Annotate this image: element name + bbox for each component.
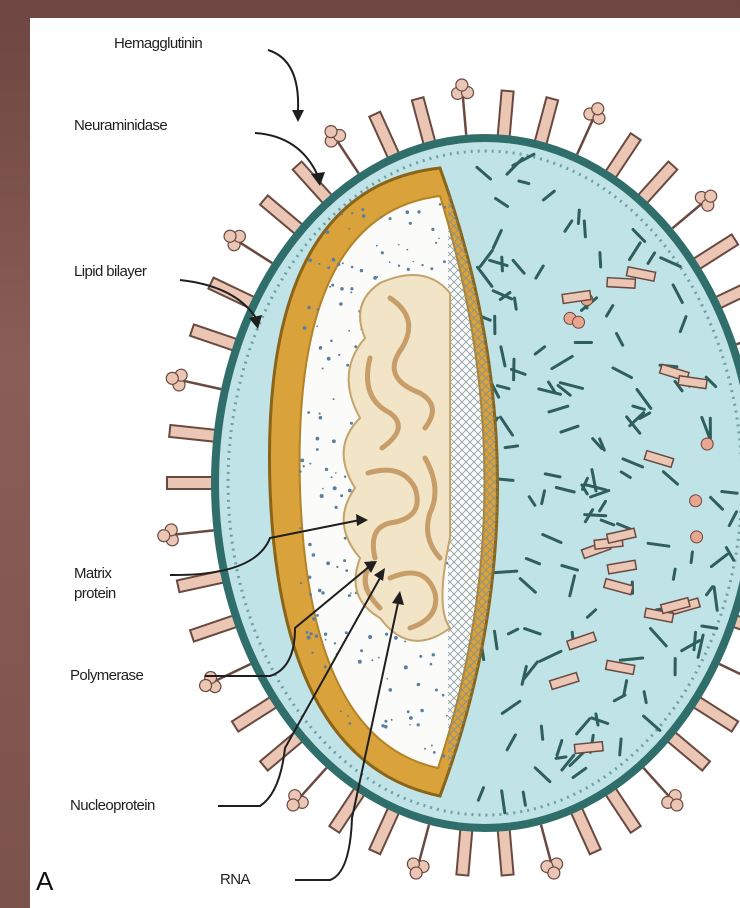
hemagglutinin-spike: [635, 760, 689, 816]
neuraminidase-spike: [535, 97, 558, 145]
neuraminidase-spike: [369, 807, 399, 854]
neuraminidase-spike: [293, 161, 333, 203]
neuraminidase-spike: [412, 97, 435, 145]
neuraminidase-spike: [208, 278, 255, 309]
label-hemagglutinin: Hemagglutinin: [114, 35, 202, 52]
hemagglutinin-spike: [319, 121, 368, 180]
label-matrix-line1: Matrix: [74, 565, 112, 582]
neuraminidase-spike: [169, 425, 216, 442]
hemagglutinin-spike: [164, 366, 223, 400]
label-rna: RNA: [220, 871, 250, 888]
neuraminidase-spike: [369, 112, 399, 159]
hemagglutinin-spike: [219, 224, 278, 273]
neuraminidase-spike: [498, 90, 514, 137]
label-polymerase: Polymerase: [70, 667, 143, 684]
neuraminidase-spike: [605, 788, 640, 833]
hemagglutinin-spike: [281, 760, 335, 816]
neuraminidase-spike: [571, 807, 601, 854]
neuraminidase-spike: [667, 732, 710, 771]
hemagglutinin-spike: [665, 184, 722, 237]
neuraminidase-spike: [190, 324, 237, 350]
neuraminidase-spike: [190, 615, 237, 641]
neuraminidase-spike: [456, 829, 472, 876]
hemagglutinin-spike: [530, 822, 566, 882]
neuraminidase-spike: [260, 195, 303, 234]
label-neuraminidase: Neuraminidase: [74, 117, 167, 134]
hemagglutinin-spike: [157, 519, 215, 547]
neuraminidase-spike: [693, 234, 738, 269]
influenza-virus-diagram: Hemagglutinin Neuraminidase Lipid bilaye…: [30, 18, 740, 908]
hemagglutinin-spike: [450, 78, 477, 136]
label-nucleoprotein: Nucleoprotein: [70, 797, 155, 814]
hemagglutinin-spike: [567, 99, 610, 159]
label-matrix-line2: protein: [74, 585, 116, 602]
figure-panel: Hemagglutinin Neuraminidase Lipid bilaye…: [30, 18, 740, 908]
neuraminidase-spike: [693, 697, 738, 732]
neuraminidase-spike: [329, 788, 364, 833]
panel-letter: A: [36, 866, 54, 896]
neuraminidase-spike: [167, 477, 213, 489]
neuraminidase-spike: [498, 829, 514, 876]
hemagglutinin-spike: [404, 822, 440, 882]
neuraminidase-spike: [638, 161, 678, 203]
label-lipid-bilayer: Lipid bilayer: [74, 263, 147, 280]
neuraminidase-spike: [232, 697, 277, 732]
neuraminidase-spike: [605, 133, 640, 178]
